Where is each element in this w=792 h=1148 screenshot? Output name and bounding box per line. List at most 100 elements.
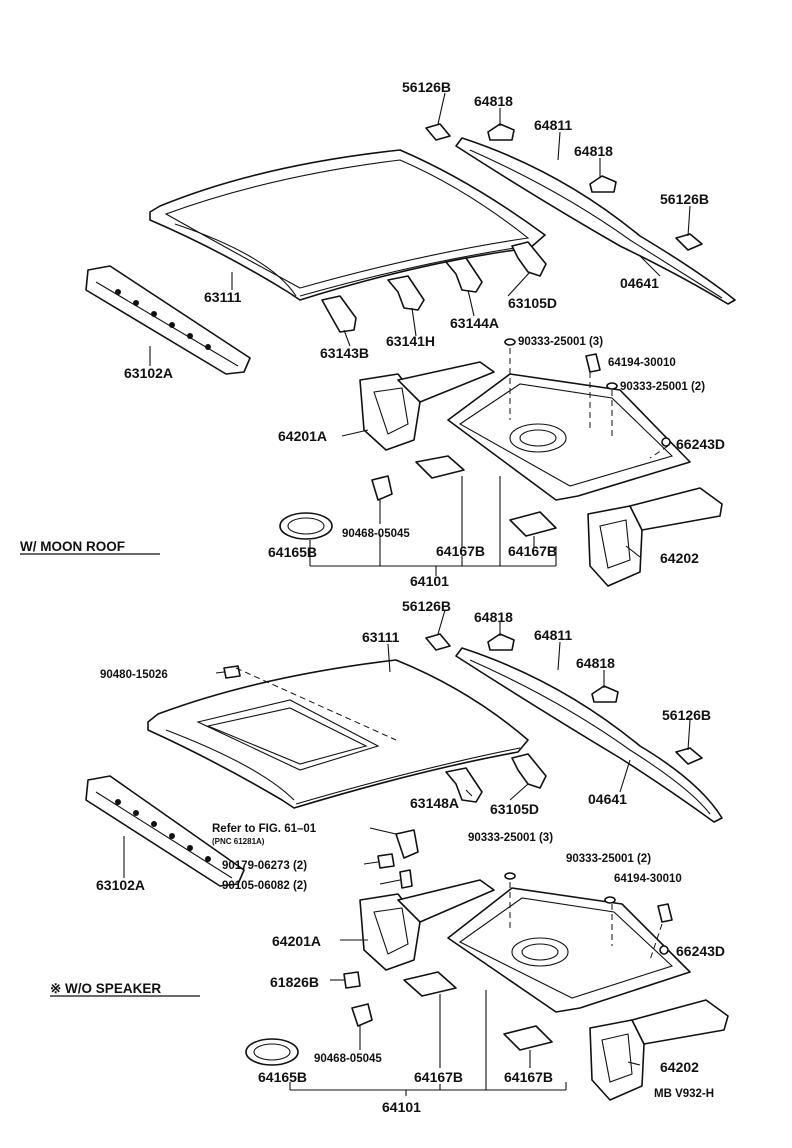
label-64167B-d: 64167B xyxy=(504,1069,553,1085)
label-63141H: 63141H xyxy=(386,333,435,349)
panel-64202-b xyxy=(589,1019,645,1101)
plug-66243D xyxy=(661,437,671,447)
label-64201A-b: 64201A xyxy=(272,933,321,949)
pad-64167B-c xyxy=(403,971,457,997)
label-63148A: 63148A xyxy=(410,795,459,811)
label-64818-a: 64818 xyxy=(474,93,513,109)
label-90333-d: 90333-25001 (2) xyxy=(566,853,651,865)
label-64101: 64101 xyxy=(410,573,449,589)
label-90333-c: 90333-25001 (3) xyxy=(468,832,553,844)
label-04641: 04641 xyxy=(620,275,659,291)
header-holes xyxy=(115,289,211,350)
label-refer-fig: Refer to FIG. 61–01 xyxy=(212,823,317,835)
label-64201A: 64201A xyxy=(278,428,327,444)
pad-64167B-b xyxy=(509,511,557,537)
label-64202: 64202 xyxy=(660,550,699,566)
roof-bow-63141H xyxy=(387,275,425,311)
clip-56126B-a xyxy=(425,123,451,141)
cap-64194 xyxy=(585,353,601,373)
bolt-90179 xyxy=(377,853,395,869)
roof-panel-63111 xyxy=(149,149,546,301)
clip-90468 xyxy=(371,475,393,501)
clip-90468-b xyxy=(351,1003,373,1027)
label-63143B: 63143B xyxy=(320,345,369,361)
label-56126B-c: 56126B xyxy=(402,598,451,614)
label-90105: 90105-06082 (2) xyxy=(222,880,307,892)
washer-90333-a xyxy=(504,338,516,346)
label-61826B: 61826B xyxy=(270,974,319,990)
clip-56126B-b xyxy=(675,233,703,251)
roof-panel-63111-b xyxy=(147,659,529,809)
section-title-no-speaker: ※ W/O SPEAKER xyxy=(50,981,161,996)
label-63105D: 63105D xyxy=(508,295,557,311)
bracket-64818-a xyxy=(487,123,515,141)
washer-90333-b xyxy=(606,382,618,390)
panel-64202 xyxy=(587,505,643,587)
top-section: 56126B 64818 64811 64818 56126B 04641 63… xyxy=(20,79,736,589)
section-title-moon-roof: W/ MOON ROOF xyxy=(20,539,125,554)
label-64194: 64194-30010 xyxy=(608,357,676,369)
washer-90333-c xyxy=(504,872,516,880)
clip-56126B-c xyxy=(425,633,451,651)
label-63105D-b: 63105D xyxy=(490,801,539,817)
label-64167B-b: 64167B xyxy=(508,543,557,559)
label-pnc: (PNC 61281A) xyxy=(212,837,265,846)
pad-61826B xyxy=(343,971,361,989)
label-63111: 63111 xyxy=(204,289,242,305)
roof-bow-63144A xyxy=(445,257,483,293)
header-panel-63102A xyxy=(85,265,251,375)
label-64202-b: 64202 xyxy=(660,1059,699,1075)
figure-code: MB V932-H xyxy=(654,1088,714,1100)
label-64101-b: 64101 xyxy=(382,1099,421,1115)
label-64818-b: 64818 xyxy=(574,143,613,159)
label-64818-c: 64818 xyxy=(474,609,513,625)
label-63111-b: 63111 xyxy=(362,629,400,645)
label-90333-b: 90333-25001 (2) xyxy=(620,381,705,393)
clip-56126B-d xyxy=(675,747,703,765)
label-90333-a: 90333-25001 (3) xyxy=(518,336,603,348)
panel-64201A xyxy=(359,373,421,451)
bottom-section: 56126B 64818 63111 64811 90480-15026 648… xyxy=(50,598,729,1115)
header-panel-63102A-b xyxy=(85,775,245,887)
bracket-64818-b xyxy=(589,175,617,193)
label-90480: 90480-15026 xyxy=(100,669,168,681)
label-66243D: 66243D xyxy=(676,436,725,452)
bracket-pnc-61281A xyxy=(395,829,419,859)
roof-bow-63105D xyxy=(511,241,547,277)
label-56126B-a: 56126B xyxy=(402,79,451,95)
label-04641-b: 04641 xyxy=(588,791,627,807)
label-64167B-a: 64167B xyxy=(436,543,485,559)
header-holes-b xyxy=(115,799,211,862)
package-tray-b xyxy=(447,887,691,1013)
ring-64165B-b xyxy=(245,1038,299,1066)
pad-64167B-d xyxy=(503,1025,553,1051)
pad-64167B-a xyxy=(415,455,465,479)
label-64811-b: 64811 xyxy=(534,627,572,643)
label-64165B-b: 64165B xyxy=(258,1069,307,1085)
label-56126B-d: 56126B xyxy=(662,707,711,723)
nut-90480 xyxy=(223,665,241,679)
label-64167B-c: 64167B xyxy=(414,1069,463,1085)
rail-64811-b xyxy=(455,647,723,823)
label-90179: 90179-06273 (2) xyxy=(222,860,307,872)
label-56126B-b: 56126B xyxy=(660,191,709,207)
bracket-64818-c xyxy=(487,633,515,651)
label-63102A-b: 63102A xyxy=(96,877,145,893)
cap-64194-b xyxy=(657,903,673,923)
panel-64201A-b xyxy=(359,893,421,971)
label-90468-b: 90468-05045 xyxy=(314,1053,382,1065)
ring-64165B xyxy=(279,512,333,540)
bolt-90105 xyxy=(399,869,413,889)
roof-bow-63143B xyxy=(321,295,357,333)
label-64194-b: 64194-30010 xyxy=(614,873,682,885)
label-63102A: 63102A xyxy=(124,365,173,381)
label-66243D-b: 66243D xyxy=(676,943,725,959)
washer-90333-d xyxy=(604,896,616,904)
label-64818-d: 64818 xyxy=(576,655,615,671)
roof-bow-63148A xyxy=(445,767,483,803)
label-63144A: 63144A xyxy=(450,315,499,331)
label-90468: 90468-05045 xyxy=(342,528,410,540)
plug-66243D-b xyxy=(659,945,669,955)
